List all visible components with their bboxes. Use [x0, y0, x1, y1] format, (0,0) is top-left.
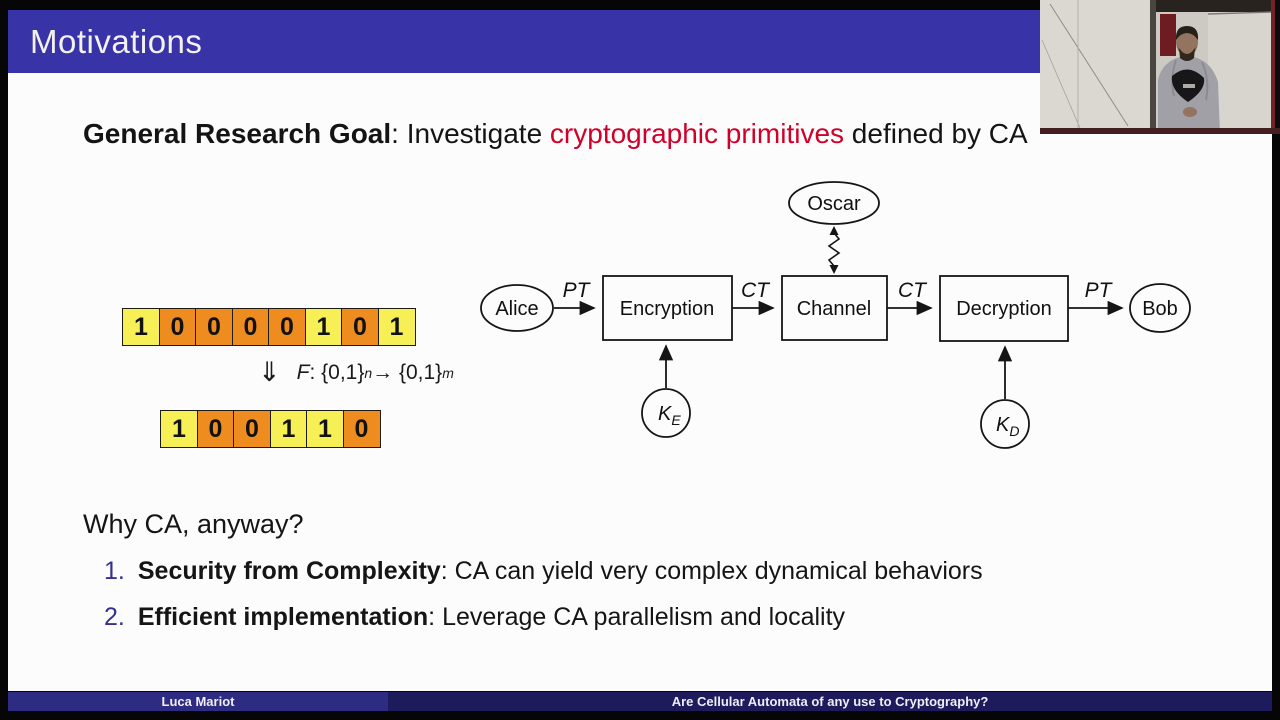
- presenter-beard: [1179, 48, 1195, 61]
- presenter-person: [1158, 26, 1220, 134]
- footer-author: Luca Mariot: [8, 692, 388, 711]
- ca-cell: 1: [160, 410, 198, 448]
- research-goal-mid: : Investigate: [391, 118, 550, 149]
- formula-mid1: : {0,1}: [309, 360, 365, 384]
- formula-mid2: → {0,1}: [372, 360, 443, 384]
- ca-cell: 1: [122, 308, 160, 346]
- item-1-number: 1.: [104, 557, 125, 585]
- ca-cell: 0: [231, 308, 270, 346]
- ca-cell: 0: [342, 410, 381, 448]
- webcam-bottom-border: [1040, 128, 1280, 134]
- ca-input-cells: 1 0 0 0 0 1 0 1: [122, 308, 416, 346]
- ca-cell: 0: [195, 308, 233, 346]
- right-black-strip: [1275, 0, 1280, 134]
- item-2-bold: Efficient implementation: [137, 603, 429, 631]
- research-goal-label: General Research Goal: [83, 118, 392, 149]
- presenter-hands: [1183, 107, 1197, 117]
- ca-cell: 0: [233, 410, 271, 448]
- ca-cell: 1: [377, 308, 416, 346]
- webcam-overlay: [1040, 0, 1280, 134]
- why-item-1: 1. Security from Complexity: CA can yield…: [104, 557, 983, 586]
- formula-f: F: [296, 360, 310, 384]
- why-ca-question: Why CA, anyway?: [83, 509, 304, 539]
- slide-body: [8, 73, 1272, 691]
- ca-cell: 0: [158, 308, 197, 346]
- webcam-scene: [1040, 0, 1280, 134]
- ca-cell: 1: [304, 308, 343, 346]
- wardrobe-door-gap: [1150, 0, 1156, 128]
- right-red-strip: [1271, 0, 1275, 134]
- webcam-ceiling-band: [1156, 0, 1280, 12]
- ca-output-cells: 1 0 0 1 1 0: [160, 410, 381, 448]
- presenter-face: [1176, 28, 1198, 56]
- item-2-rest: : Leverage CA parallelism and locality: [428, 603, 846, 631]
- wardrobe-left-door: [1040, 0, 1152, 128]
- slide-footer: Luca Mariot Are Cellular Automata of any…: [8, 692, 1272, 711]
- footer-talk-title: Are Cellular Automata of any use to Cryp…: [388, 692, 1272, 711]
- item-1-bold: Security from Complexity: [137, 557, 441, 585]
- formula-sup-m: m: [442, 364, 454, 381]
- red-panel: [1160, 14, 1176, 56]
- ca-cell: 1: [269, 410, 308, 448]
- ca-mapping-formula: ⇓ F : {0,1}n → {0,1}m: [258, 357, 454, 388]
- research-goal-line: General Research Goal: Investigate crypt…: [83, 118, 1028, 150]
- formula-sup-n: n: [364, 364, 373, 381]
- research-goal-highlight: cryptographic primitives: [549, 118, 845, 149]
- ca-cell: 0: [341, 308, 379, 346]
- ca-cell: 0: [268, 308, 306, 346]
- why-item-2: 2. Efficient implementation: Leverage CA …: [104, 603, 845, 632]
- item-1-rest: : CA can yield very complex dynamical be…: [440, 557, 983, 585]
- presenter-hair: [1175, 26, 1199, 40]
- research-goal-tail: defined by CA: [844, 118, 1028, 149]
- slide-title: Motivations: [30, 22, 203, 60]
- double-down-arrow-icon: ⇓: [258, 357, 281, 387]
- item-2-number: 2.: [104, 603, 125, 631]
- ca-cell: 1: [306, 410, 344, 448]
- ca-cell: 0: [196, 410, 235, 448]
